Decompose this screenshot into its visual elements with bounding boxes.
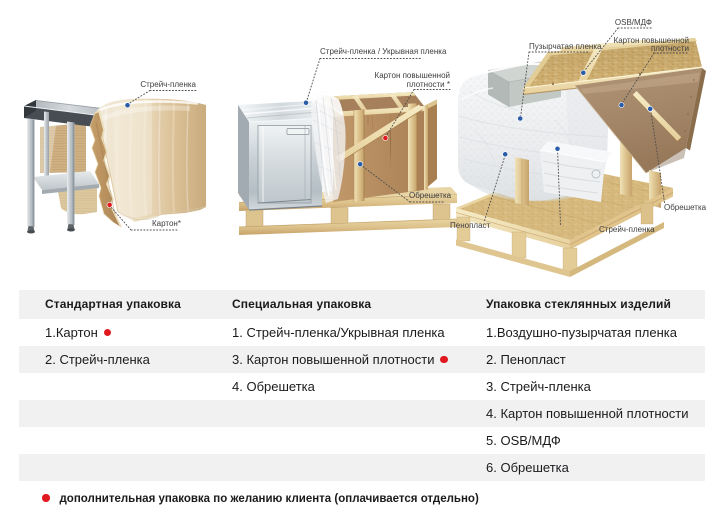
col-special-header: Специальная упаковка (232, 297, 372, 311)
list-item: 3. Стрейч-пленка (486, 373, 591, 400)
wooden-crate-with-carton (321, 92, 437, 203)
list-item: 2. Пенопласт (486, 346, 566, 373)
dot-crate-2 (357, 161, 364, 168)
col-standard-header: Стандартная упаковка (45, 297, 181, 311)
label-foam-3: Пенопласт (450, 221, 491, 230)
work-table (23, 100, 106, 234)
stainless-fridge (238, 101, 323, 211)
table-row: 6. Обрешетка (19, 454, 705, 481)
dot-stretch-3 (554, 145, 561, 152)
pallet-rails-and-legs (455, 188, 674, 277)
list-item: 3. Картон повышенной плотности (232, 346, 448, 373)
photo-special-packaging (238, 92, 458, 235)
list-item: 6. Обрешетка (486, 454, 569, 481)
label-dense-carton-2: Картон повышенной плотности * (374, 71, 450, 89)
item-text: 1.Воздушно-пузырчатая пленка (486, 325, 677, 340)
cover-film-drape (311, 92, 346, 203)
label-crate-2: Обрешетка (409, 191, 452, 200)
extra-cost-dot (440, 355, 448, 364)
label-stretch-film-1: Стрейч-пленка (140, 80, 196, 89)
photos-section: Стрейч-пленка Картон* Стрейч-пленка / Ук… (23, 18, 707, 277)
extra-cost-dot (103, 328, 112, 337)
osb-lid (522, 38, 703, 95)
list-item: 1. Стрейч-пленка/Укрывная пленка (232, 319, 445, 346)
list-item: 4. Картон повышенной плотности (486, 400, 688, 427)
table-row: 4. Обрешетка 3. Стрейч-пленка (19, 373, 705, 400)
label-osb-3: OSB/МДФ (614, 18, 652, 27)
callout-leader-lines (110, 27, 690, 231)
item-text: 1. Стрейч-пленка/Укрывная пленка (232, 325, 445, 340)
table-row: 5. OSB/МДФ (19, 427, 705, 454)
col-glass-header: Упаковка стеклянных изделий (486, 297, 671, 311)
packaging-illustrations (23, 27, 706, 277)
dot-crate-3 (647, 106, 654, 112)
callout-dots (106, 69, 654, 208)
dot-foam-3 (502, 151, 509, 158)
item-text: 3. Стрейч-пленка (486, 379, 591, 394)
photo-standard-packaging (23, 98, 207, 234)
item-text: 5. OSB/МДФ (486, 433, 561, 448)
table-header-row: Стандартная упаковка Специальная упаковк… (19, 290, 705, 319)
dot-osb-3 (580, 69, 587, 76)
item-text: 1.Картон (45, 325, 98, 340)
list-item: 1.Воздушно-пузырчатая пленка (486, 319, 677, 346)
extra-cost-dot (42, 494, 50, 502)
label-stretch-cover-2: Стрейч-пленка / Укрывная пленка (320, 47, 447, 56)
packaging-table: Стандартная упаковка Специальная упаковк… (19, 290, 705, 481)
table-row: 4. Картон повышенной плотности (19, 400, 705, 427)
item-text: 3. Картон повышенной плотности (232, 352, 435, 367)
item-text: 4. Обрешетка (232, 379, 315, 394)
dot-stretch-film-1 (124, 102, 131, 109)
label-bubble-3: Пузырчатая пленка (529, 42, 602, 51)
dot-dense-carton-3 (618, 102, 625, 108)
dot-bubble-3 (517, 115, 524, 122)
table-row: 2. Стрейч-пленка 3. Картон повышенной пл… (19, 346, 705, 373)
item-text: 4. Картон повышенной плотности (486, 406, 689, 421)
label-dense-carton-3: Картон повышенной плотности (613, 35, 689, 53)
footnote-text: дополнительная упаковка по желанию клиен… (59, 493, 479, 505)
item-text: 2. Стрейч-пленка (45, 352, 150, 367)
list-item: 5. OSB/МДФ (486, 427, 561, 454)
label-carton-1: Картон* (152, 218, 181, 228)
photo-glass-packaging (455, 38, 706, 277)
dense-carton-panel (574, 68, 706, 208)
dot-carton-1 (106, 201, 113, 208)
label-stretch-3: Стрейч-пленка (599, 225, 655, 234)
label-crate-3: Обрешетка (664, 203, 707, 212)
dot-dense-carton-2 (382, 135, 389, 141)
list-item: 2. Стрейч-пленка (45, 346, 150, 373)
item-text: 2. Пенопласт (486, 352, 566, 367)
dot-stretch-cover-2 (303, 99, 309, 106)
list-item: 4. Обрешетка (232, 373, 315, 400)
list-item: 1.Картон (45, 319, 112, 346)
item-text: 6. Обрешетка (486, 460, 569, 475)
footnote: дополнительная упаковка по желанию клиен… (42, 492, 479, 506)
carton-and-stretch-film-wrap (89, 98, 207, 228)
table-row: 1.Картон 1. Стрейч-пленка/Укрывная пленк… (19, 319, 705, 346)
